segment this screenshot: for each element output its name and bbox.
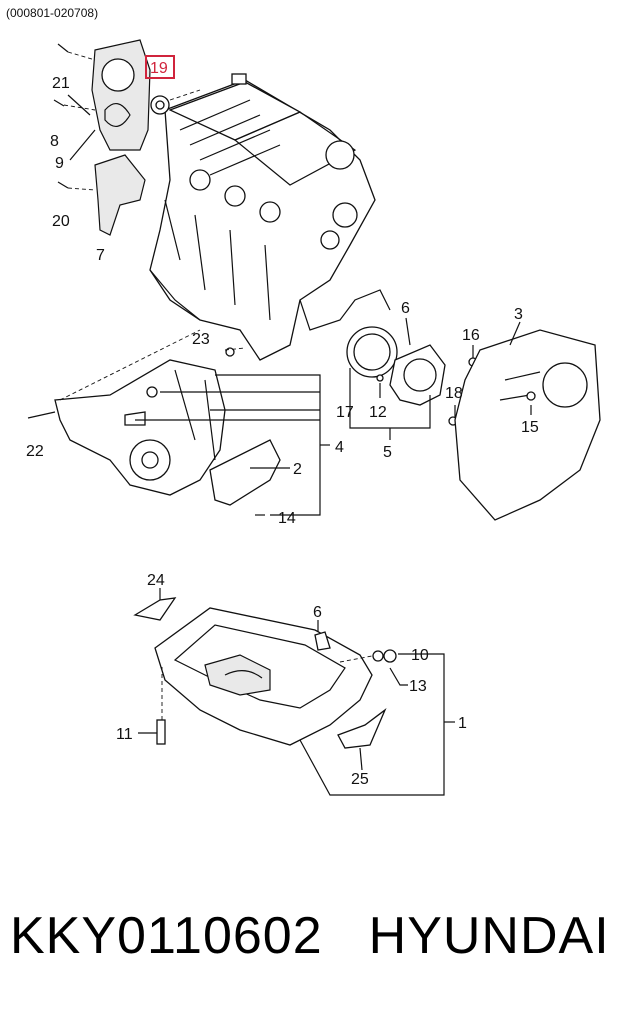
callout-18[interactable]: 18 — [445, 385, 463, 402]
callout-5[interactable]: 5 — [383, 444, 392, 461]
callout-15[interactable]: 15 — [521, 419, 539, 436]
callout-21[interactable]: 21 — [52, 75, 70, 92]
date-range-label: (000801-020708) — [6, 6, 99, 20]
callout-8[interactable]: 8 — [50, 133, 59, 150]
engine-block-illustration — [149, 73, 391, 361]
callout-20[interactable]: 20 — [52, 213, 70, 230]
callout-4[interactable]: 4 — [335, 439, 344, 456]
callout-22[interactable]: 22 — [26, 443, 44, 460]
callout-17[interactable]: 17 — [336, 404, 354, 421]
callout-16[interactable]: 16 — [462, 327, 480, 344]
callout-24[interactable]: 24 — [147, 572, 165, 589]
callout-7[interactable]: 7 — [96, 247, 105, 264]
rear-plate-illustration — [454, 329, 601, 521]
callout-6-lower[interactable]: 6 — [313, 604, 322, 621]
part-number: KKY0110602 — [10, 907, 323, 965]
callout-13[interactable]: 13 — [409, 678, 427, 695]
front-case-illustration — [27, 329, 281, 516]
timing-cover-illustration — [53, 39, 201, 236]
callout-9[interactable]: 9 — [55, 155, 64, 172]
callout-12[interactable]: 12 — [369, 404, 387, 421]
rear-seal-illustration — [346, 326, 478, 426]
oil-pan-illustration — [133, 597, 397, 749]
callout-3[interactable]: 3 — [514, 306, 523, 323]
part-number-footer: KKY0110602 HYUNDAI — [10, 906, 610, 966]
highlight-box-19 — [145, 55, 175, 79]
callout-6-upper[interactable]: 6 — [401, 300, 410, 317]
callout-14[interactable]: 14 — [278, 510, 296, 527]
callout-labels: 19 21 8 9 20 7 23 22 4 2 14 6 17 12 5 16… — [26, 55, 539, 788]
callout-11[interactable]: 11 — [116, 726, 133, 743]
callout-10[interactable]: 10 — [411, 647, 429, 664]
callout-1[interactable]: 1 — [458, 715, 467, 732]
callout-23[interactable]: 23 — [192, 331, 210, 348]
brand-name: HYUNDAI — [368, 907, 610, 965]
callout-19[interactable]: 19 — [150, 60, 168, 77]
callout-2[interactable]: 2 — [293, 461, 302, 478]
callout-25[interactable]: 25 — [351, 771, 369, 788]
leader-lines — [135, 317, 532, 796]
